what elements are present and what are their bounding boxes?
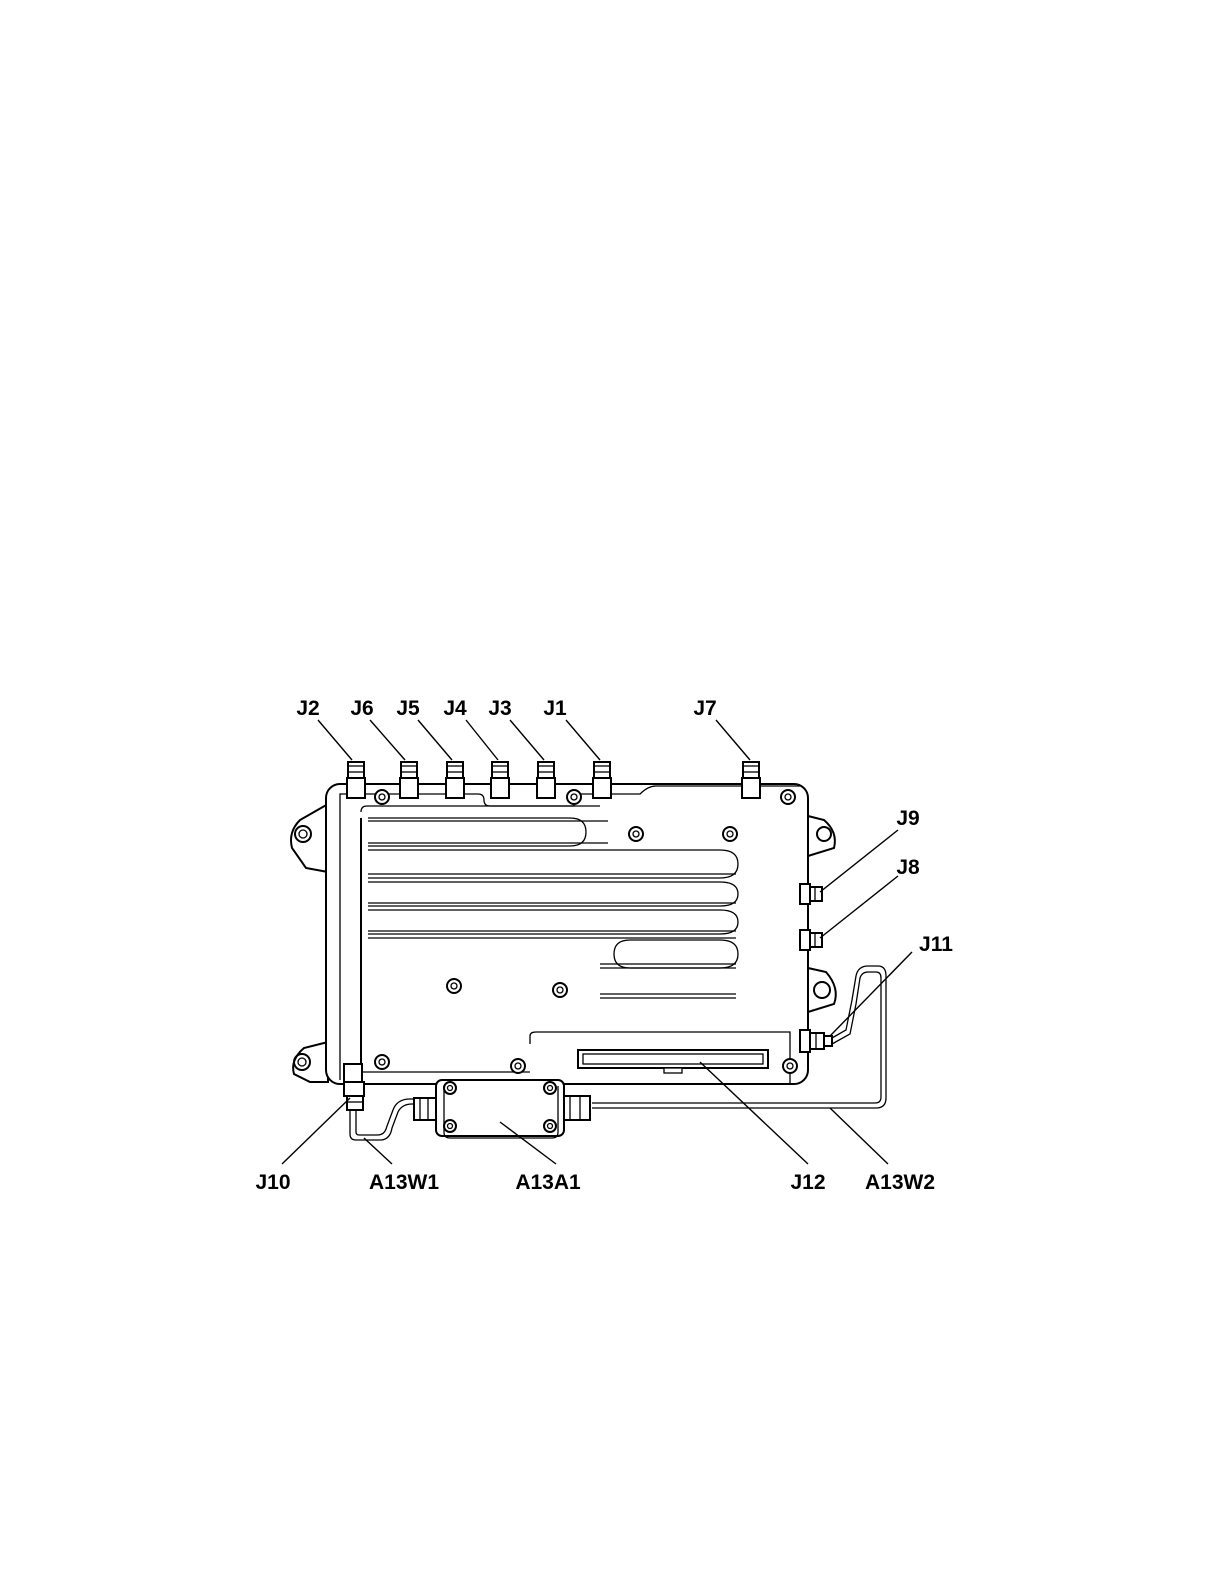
screw	[444, 1120, 456, 1132]
connector-j8	[800, 930, 822, 950]
label-j11: J11	[919, 933, 953, 956]
label-j4: J4	[443, 697, 467, 720]
j10-connector	[344, 1064, 364, 1110]
screw	[783, 1059, 797, 1073]
screw	[375, 1055, 389, 1069]
a13a1-module	[414, 1080, 590, 1138]
label-j3: J3	[488, 697, 511, 720]
screw	[447, 979, 461, 993]
label-j2: J2	[296, 697, 319, 720]
label-j10: J10	[255, 1171, 290, 1194]
connector-j5	[446, 762, 464, 798]
label-a13w2: A13W2	[865, 1171, 935, 1194]
label-a13w1: A13W1	[369, 1171, 439, 1194]
connector-j1	[593, 762, 611, 798]
screw	[629, 827, 643, 841]
label-j8: J8	[896, 856, 920, 879]
screw	[444, 1082, 456, 1094]
connector-j3	[537, 762, 555, 798]
screw	[375, 790, 389, 804]
label-j5: J5	[396, 697, 420, 720]
screw	[544, 1082, 556, 1094]
connector-j6	[400, 762, 418, 798]
label-j9: J9	[896, 807, 919, 830]
label-a13a1: A13A1	[515, 1171, 581, 1194]
screw	[723, 827, 737, 841]
connector-j11	[800, 1030, 832, 1052]
connector-j2	[347, 762, 365, 798]
screw	[544, 1120, 556, 1132]
screw	[553, 983, 567, 997]
screw	[511, 1059, 525, 1073]
label-j12: J12	[790, 1171, 825, 1194]
label-j1: J1	[543, 697, 567, 720]
connector-j7	[742, 762, 760, 798]
screw	[781, 790, 795, 804]
connector-j9	[800, 884, 822, 904]
label-j7: J7	[693, 697, 716, 720]
connector-j4	[491, 762, 509, 798]
screw	[567, 790, 581, 804]
label-j6: J6	[350, 697, 373, 720]
